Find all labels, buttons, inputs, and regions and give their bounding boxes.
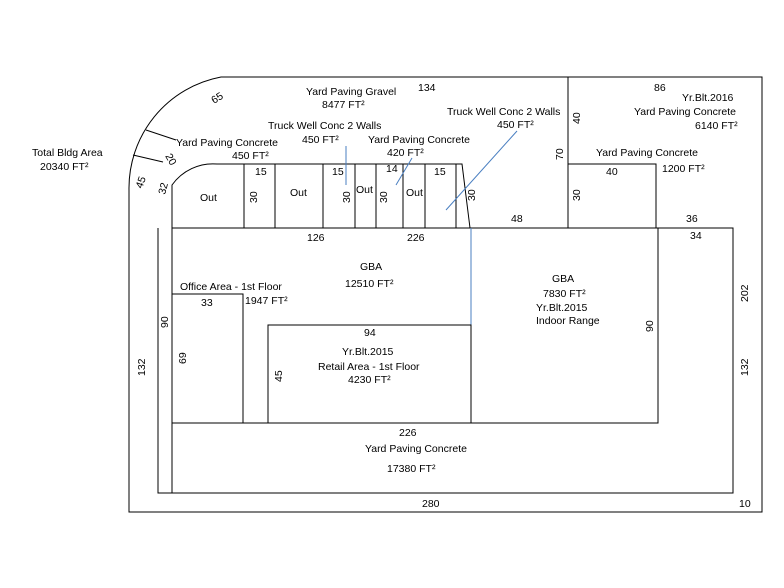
dim-label: 90 bbox=[159, 316, 171, 328]
pointer-truck-well-2 bbox=[445, 130, 518, 211]
dim-label: 45 bbox=[273, 370, 285, 382]
dim-label: 134 bbox=[418, 82, 436, 94]
dim-label: 33 bbox=[201, 297, 213, 309]
truck-well-1-name: Truck Well Conc 2 Walls bbox=[268, 120, 381, 132]
dim-label: 132 bbox=[136, 358, 148, 376]
dim-label: 202 bbox=[739, 284, 751, 302]
dim-label: 30 bbox=[378, 191, 390, 203]
gba-right-use: Indoor Range bbox=[536, 315, 600, 327]
retail-name: Retail Area - 1st Floor bbox=[318, 361, 420, 373]
dim-label: 226 bbox=[407, 232, 425, 244]
dim-label: 15 bbox=[332, 166, 344, 178]
yard-conc-450-name: Yard Paving Concrete bbox=[176, 137, 278, 149]
dim-label: 15 bbox=[255, 166, 267, 178]
dim-label: 10 bbox=[739, 498, 751, 510]
dim-label: 14 bbox=[386, 163, 398, 175]
out-label: Out bbox=[406, 187, 423, 199]
dim-label: 90 bbox=[644, 320, 656, 332]
truck-well-1-area: 450 FT² bbox=[302, 134, 339, 146]
retail-area: 4230 FT² bbox=[348, 374, 391, 386]
yard-conc-420-area: 420 FT² bbox=[387, 147, 424, 159]
dim-label: 32 bbox=[156, 181, 171, 196]
dim-label: 15 bbox=[434, 166, 446, 178]
gba-right-area: 7830 FT² bbox=[543, 288, 586, 300]
yard-conc-420-name: Yard Paving Concrete bbox=[368, 134, 470, 146]
out-label: Out bbox=[290, 187, 307, 199]
outer-boundary bbox=[128, 76, 763, 513]
dim-label: 40 bbox=[606, 166, 618, 178]
yard-conc-ne-area: 6140 FT² bbox=[695, 120, 738, 132]
dim-label: 30 bbox=[341, 191, 353, 203]
office-area: 1947 FT² bbox=[245, 295, 288, 307]
gba-right-year: Yr.Blt.2015 bbox=[536, 302, 588, 314]
yard-conc-1200-name: Yard Paving Concrete bbox=[596, 147, 698, 159]
dim-label: 69 bbox=[177, 352, 189, 364]
dim-label: 30 bbox=[571, 189, 583, 201]
dim-label: 86 bbox=[654, 82, 666, 94]
gba-main-area: 12510 FT² bbox=[345, 278, 394, 290]
dim-label: 280 bbox=[422, 498, 440, 510]
truck-well-2-area: 450 FT² bbox=[497, 119, 534, 131]
yard-conc-big-name: Yard Paving Concrete bbox=[365, 443, 467, 455]
arc-divider-1 bbox=[145, 129, 177, 141]
pointer-yard-420 bbox=[395, 157, 413, 186]
dim-label: 40 bbox=[571, 112, 583, 124]
dim-label: 30 bbox=[466, 189, 478, 201]
retail-year: Yr.Blt.2015 bbox=[342, 346, 394, 358]
dim-label: 126 bbox=[307, 232, 325, 244]
yard-conc-ne-year: Yr.Blt.2016 bbox=[682, 92, 734, 104]
out-label: Out bbox=[200, 192, 217, 204]
yard-conc-ne-name: Yard Paving Concrete bbox=[634, 106, 736, 118]
yard-conc-1200-area: 1200 FT² bbox=[662, 163, 705, 175]
out-label: Out bbox=[356, 184, 373, 196]
retail-box bbox=[267, 324, 472, 424]
gba-main-name: GBA bbox=[360, 261, 382, 273]
yard-gravel-name: Yard Paving Gravel bbox=[306, 86, 396, 98]
dim-label: 65 bbox=[209, 90, 225, 106]
dim-label: 45 bbox=[134, 175, 149, 190]
dim-label: 226 bbox=[399, 427, 417, 439]
total-bldg-area: 20340 FT² bbox=[40, 161, 89, 173]
office-name: Office Area - 1st Floor bbox=[180, 281, 282, 293]
yard-conc-450-area: 450 FT² bbox=[232, 150, 269, 162]
dim-label: 34 bbox=[690, 230, 702, 242]
dim-label: 94 bbox=[364, 327, 376, 339]
dim-label: 132 bbox=[739, 358, 751, 376]
dim-label: 70 bbox=[554, 148, 566, 160]
yard-gravel-area: 8477 FT² bbox=[322, 99, 365, 111]
yard-inner-boundary bbox=[171, 163, 471, 229]
truck-well-2-name: Truck Well Conc 2 Walls bbox=[447, 106, 560, 118]
office-box bbox=[171, 293, 244, 424]
dim-label: 20 bbox=[162, 152, 178, 168]
arc-divider-2 bbox=[132, 154, 164, 163]
yard-conc-big-area: 17380 FT² bbox=[387, 463, 436, 475]
dim-label: 30 bbox=[248, 191, 260, 203]
dim-label: 36 bbox=[686, 213, 698, 225]
gba-right-name: GBA bbox=[552, 273, 574, 285]
dim-label: 48 bbox=[511, 213, 523, 225]
total-bldg-title: Total Bldg Area bbox=[32, 147, 103, 159]
